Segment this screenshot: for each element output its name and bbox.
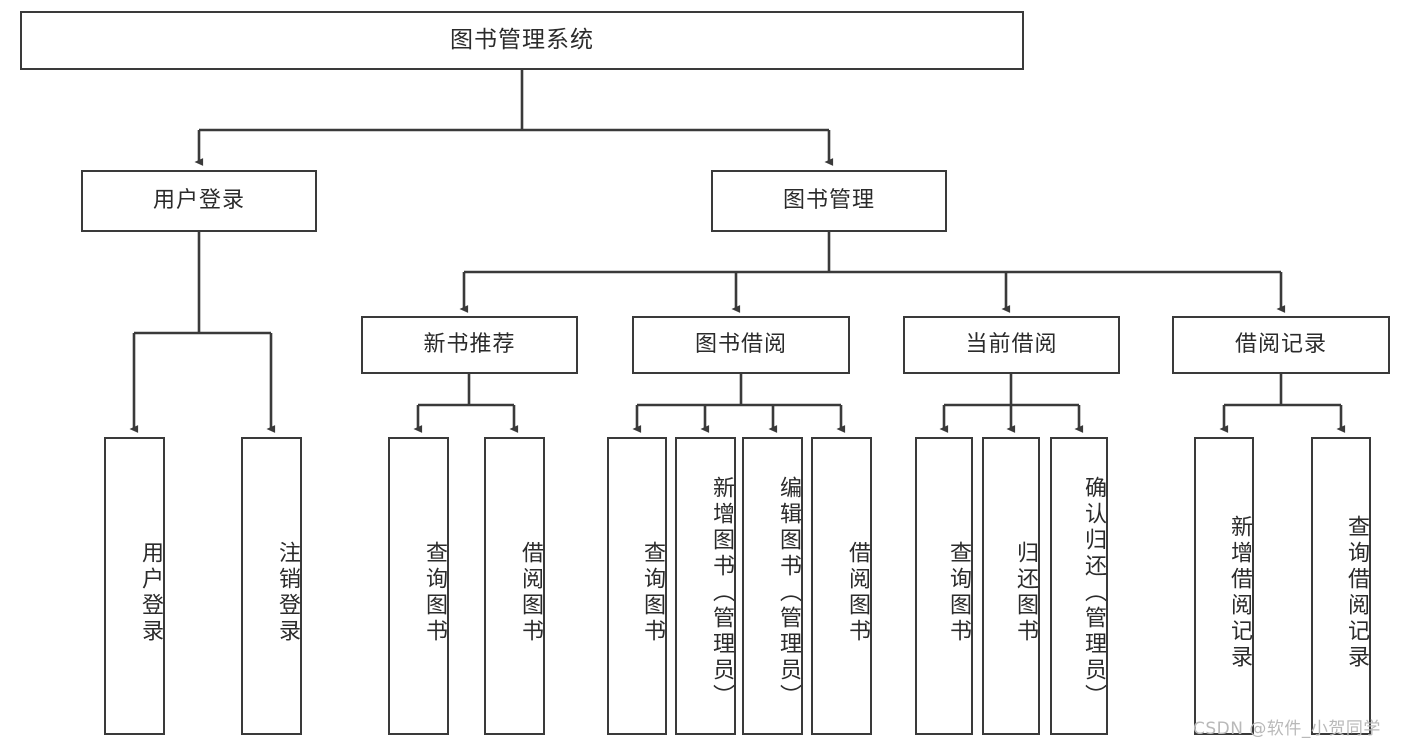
node-leaf-recommend-query-book[interactable]: 查询图书: [388, 437, 449, 735]
node-book-manage[interactable]: 图书管理: [711, 170, 947, 232]
node-leaf-user-login[interactable]: 用户登录: [104, 437, 165, 735]
node-leaf-borrow-edit-book[interactable]: 编辑图书（管理员）: [742, 437, 803, 735]
node-current-borrow[interactable]: 当前借阅: [903, 316, 1120, 374]
node-leaf-current-confirm-return[interactable]: 确认归还（管理员）: [1050, 437, 1108, 735]
node-leaf-recommend-borrow-book[interactable]: 借阅图书: [484, 437, 545, 735]
node-leaf-current-return-book[interactable]: 归还图书: [982, 437, 1040, 735]
node-new-book-recommend[interactable]: 新书推荐: [361, 316, 578, 374]
node-leaf-user-logout[interactable]: 注销登录: [241, 437, 302, 735]
node-leaf-borrow-query-book[interactable]: 查询图书: [607, 437, 667, 735]
node-borrow-record[interactable]: 借阅记录: [1172, 316, 1390, 374]
node-leaf-borrow-add-book[interactable]: 新增图书（管理员）: [675, 437, 736, 735]
node-leaf-record-query[interactable]: 查询借阅记录: [1311, 437, 1371, 735]
node-leaf-current-query-book[interactable]: 查询图书: [915, 437, 973, 735]
node-user-login[interactable]: 用户登录: [81, 170, 317, 232]
node-root-system[interactable]: 图书管理系统: [20, 11, 1024, 70]
node-book-borrow[interactable]: 图书借阅: [632, 316, 850, 374]
csdn-watermark: CSDN @软件_小贺同学: [1193, 719, 1381, 739]
node-leaf-record-add[interactable]: 新增借阅记录: [1194, 437, 1254, 735]
node-leaf-borrow-borrow-book[interactable]: 借阅图书: [811, 437, 872, 735]
